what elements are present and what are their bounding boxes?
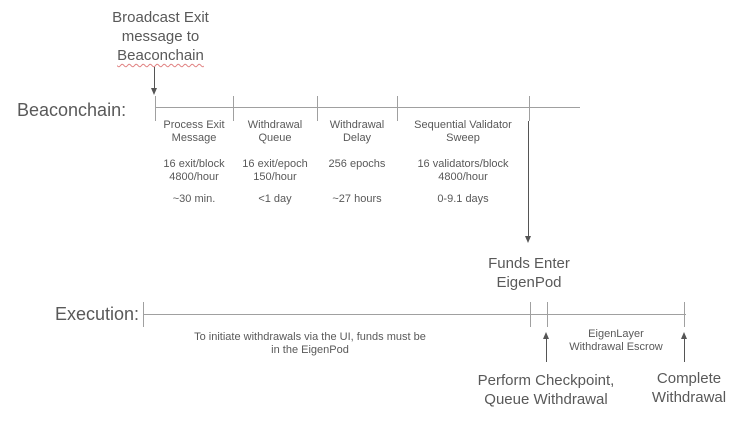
execution-row-label: Execution: <box>55 304 140 324</box>
execution-tick-1 <box>143 302 144 327</box>
segment-rate: 16 validators/block 4800/hour <box>417 158 509 183</box>
checkpoint-up-arrow <box>543 332 549 362</box>
segment-duration: ~27 hours <box>332 193 382 205</box>
segment-title: Withdrawal Queue <box>247 119 303 144</box>
beaconchain-tick-1 <box>155 96 156 121</box>
broadcast-down-arrow <box>151 67 157 95</box>
segment-title: Withdrawal Delay <box>329 119 385 144</box>
segment-withdrawal-delay: Withdrawal Delay 256 epochs ~27 hours <box>297 119 417 209</box>
segment-title: Process Exit Message <box>163 119 225 144</box>
execution-tick-2 <box>530 302 531 327</box>
broadcast-exit-annotation: Broadcast Exit message to Beaconchain <box>90 8 231 65</box>
segment-rate: 16 exit/block 4800/hour <box>163 158 225 183</box>
beaconchain-tick-2 <box>233 96 234 121</box>
execution-tick-4 <box>684 302 685 327</box>
segment-sequential-validator-sweep: Sequential Validator Sweep 16 validators… <box>398 119 528 209</box>
segment-duration: ~30 min. <box>172 193 216 205</box>
broadcast-exit-underlined-word: Beaconchain <box>117 47 204 64</box>
segment-rate: 256 epochs <box>328 158 386 170</box>
beaconchain-tick-3 <box>317 96 318 121</box>
broadcast-exit-text: Broadcast Exit message to <box>112 9 209 45</box>
complete-withdrawal-label: Complete Withdrawal <box>651 370 727 406</box>
complete-up-arrow <box>681 332 687 362</box>
perform-checkpoint-label: Perform Checkpoint, Queue Withdrawal <box>477 372 615 408</box>
beaconchain-tick-5 <box>529 96 530 121</box>
segment-duration: 0-9.1 days <box>437 193 489 205</box>
segment-withdrawal-queue: Withdrawal Queue 16 exit/epoch 150/hour … <box>215 119 335 209</box>
funds-enter-down-arrow <box>525 121 531 243</box>
segment-title: Sequential Validator Sweep <box>414 119 512 144</box>
segment-duration: <1 day <box>258 193 292 205</box>
ui-initiate-note: To initiate withdrawals via the UI, fund… <box>194 331 426 356</box>
beaconchain-row-label: Beaconchain: <box>17 100 127 120</box>
execution-timeline <box>143 314 686 315</box>
beaconchain-tick-4 <box>397 96 398 121</box>
funds-enter-eigenpod-label: Funds Enter EigenPod <box>488 255 570 291</box>
execution-tick-3 <box>547 302 548 327</box>
beaconchain-timeline <box>155 107 580 108</box>
eigenlayer-escrow-label: EigenLayer Withdrawal Escrow <box>569 328 663 353</box>
segment-process-exit-message: Process Exit Message 16 exit/block 4800/… <box>134 119 254 209</box>
segment-rate: 16 exit/epoch 150/hour <box>242 158 308 183</box>
